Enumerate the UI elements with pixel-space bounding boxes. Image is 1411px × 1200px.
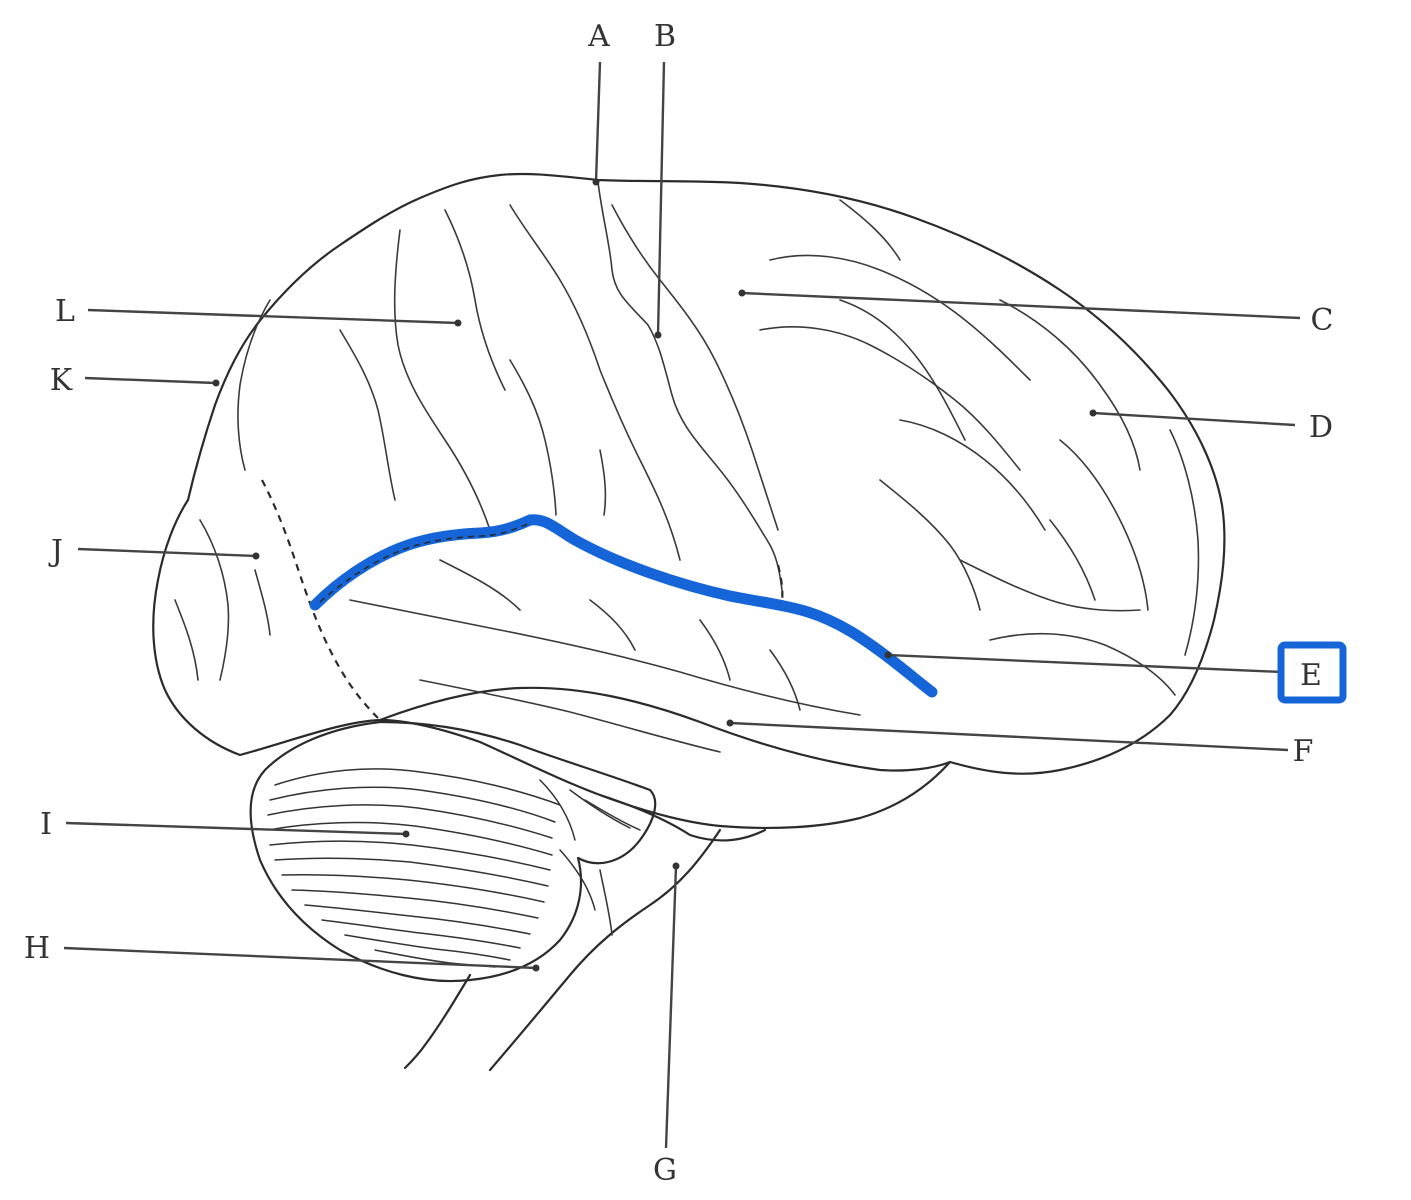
leader-line-l xyxy=(87,308,459,325)
leader-line-k xyxy=(84,376,217,385)
frontal-pole-line xyxy=(1169,429,1200,656)
leader-dot-b xyxy=(654,331,662,339)
brainstem-front-edge xyxy=(488,828,722,1072)
parietal-gyrus-line xyxy=(444,209,506,391)
parietal-gyrus-line xyxy=(599,449,607,516)
temporal-gyrus-line xyxy=(439,559,521,611)
frontal-gyrus-line xyxy=(839,299,966,441)
cerebellar-folia xyxy=(267,768,641,968)
leader-line-a xyxy=(594,61,602,183)
parietal-gyrus-line xyxy=(509,359,557,516)
brainstem-outline xyxy=(598,793,767,842)
label-b: B xyxy=(654,19,676,54)
frontal-gyrus-line xyxy=(879,479,981,611)
temporal-lobe-inner-edge xyxy=(378,686,952,772)
pons-contour xyxy=(599,869,613,936)
leader-line-b xyxy=(656,61,666,336)
middle-temporal-line xyxy=(419,679,721,753)
leader-dot-d xyxy=(1089,409,1097,417)
temporal-gyrus-line xyxy=(589,599,636,651)
frontal-gyrus-line xyxy=(839,199,901,261)
lateral-fissure-highlight xyxy=(309,514,938,698)
leader-lines xyxy=(63,61,1301,1149)
leader-dot-f xyxy=(726,719,734,727)
frontal-gyrus-line xyxy=(1059,439,1149,611)
temporal-gyrus-line xyxy=(769,649,801,711)
leader-dot-i xyxy=(402,830,410,838)
frontal-gyrus-line xyxy=(1049,519,1096,601)
leader-line-h xyxy=(63,946,537,970)
frontal-gyrus-line xyxy=(999,299,1141,471)
lateral-fissure-line xyxy=(319,522,531,603)
label-a: A xyxy=(587,19,610,54)
label-h: H xyxy=(24,931,50,966)
postcentral-sulcus xyxy=(509,204,681,561)
leader-line-g xyxy=(664,865,678,1149)
temporal-gyrus-line xyxy=(699,619,731,681)
cerebellum-outline xyxy=(249,720,657,983)
label-e-highlight-box xyxy=(1277,641,1347,704)
occipital-gyrus-line xyxy=(237,299,271,471)
label-g: G xyxy=(653,1153,677,1188)
central-sulcus-dashed-end xyxy=(776,564,784,603)
label-j: J xyxy=(48,534,63,569)
brainstem-back-edge xyxy=(403,973,472,1070)
label-i: I xyxy=(40,807,52,842)
leader-line-c xyxy=(741,291,1301,320)
intraparietal-sulcus xyxy=(393,229,491,531)
leader-line-j xyxy=(77,547,257,558)
occipital-gyrus-line xyxy=(254,569,271,636)
leader-dot-l xyxy=(454,319,462,327)
brain-drawing xyxy=(152,172,1226,1072)
label-k: K xyxy=(50,363,73,398)
leader-dot-j xyxy=(252,552,260,560)
leader-line-d xyxy=(1092,411,1296,427)
superior-frontal-sulcus xyxy=(769,254,1031,381)
frontal-gyrus-line xyxy=(899,419,1046,531)
parietal-gyrus-line xyxy=(339,329,396,501)
orbital-gyrus-line xyxy=(989,632,1176,696)
label-d: D xyxy=(1309,410,1333,445)
label-l: L xyxy=(55,294,75,329)
leader-dot-a xyxy=(592,178,600,186)
inferior-frontal-sulcus xyxy=(759,326,1021,471)
superior-temporal-sulcus xyxy=(349,599,861,716)
leader-line-i xyxy=(65,821,407,836)
leader-dot-e xyxy=(884,651,892,659)
leader-dot-c xyxy=(738,289,746,297)
occipital-gyrus-line xyxy=(174,599,199,681)
leader-dot-h xyxy=(532,964,540,972)
label-e: E xyxy=(1300,658,1322,693)
label-f: F xyxy=(1293,734,1314,769)
precentral-sulcus xyxy=(611,204,779,531)
label-c: C xyxy=(1311,303,1334,338)
labels: A B C D E F G H I J K L xyxy=(24,19,1334,1188)
leader-line-e xyxy=(887,653,1283,674)
cerebrum-outline xyxy=(152,172,1226,830)
leader-dot-k xyxy=(212,379,220,387)
leader-line-f xyxy=(729,721,1289,752)
central-sulcus xyxy=(597,181,783,591)
leader-dot-g xyxy=(672,862,680,870)
occipital-gyrus-line xyxy=(199,519,230,681)
frontal-gyrus-line xyxy=(959,559,1141,612)
